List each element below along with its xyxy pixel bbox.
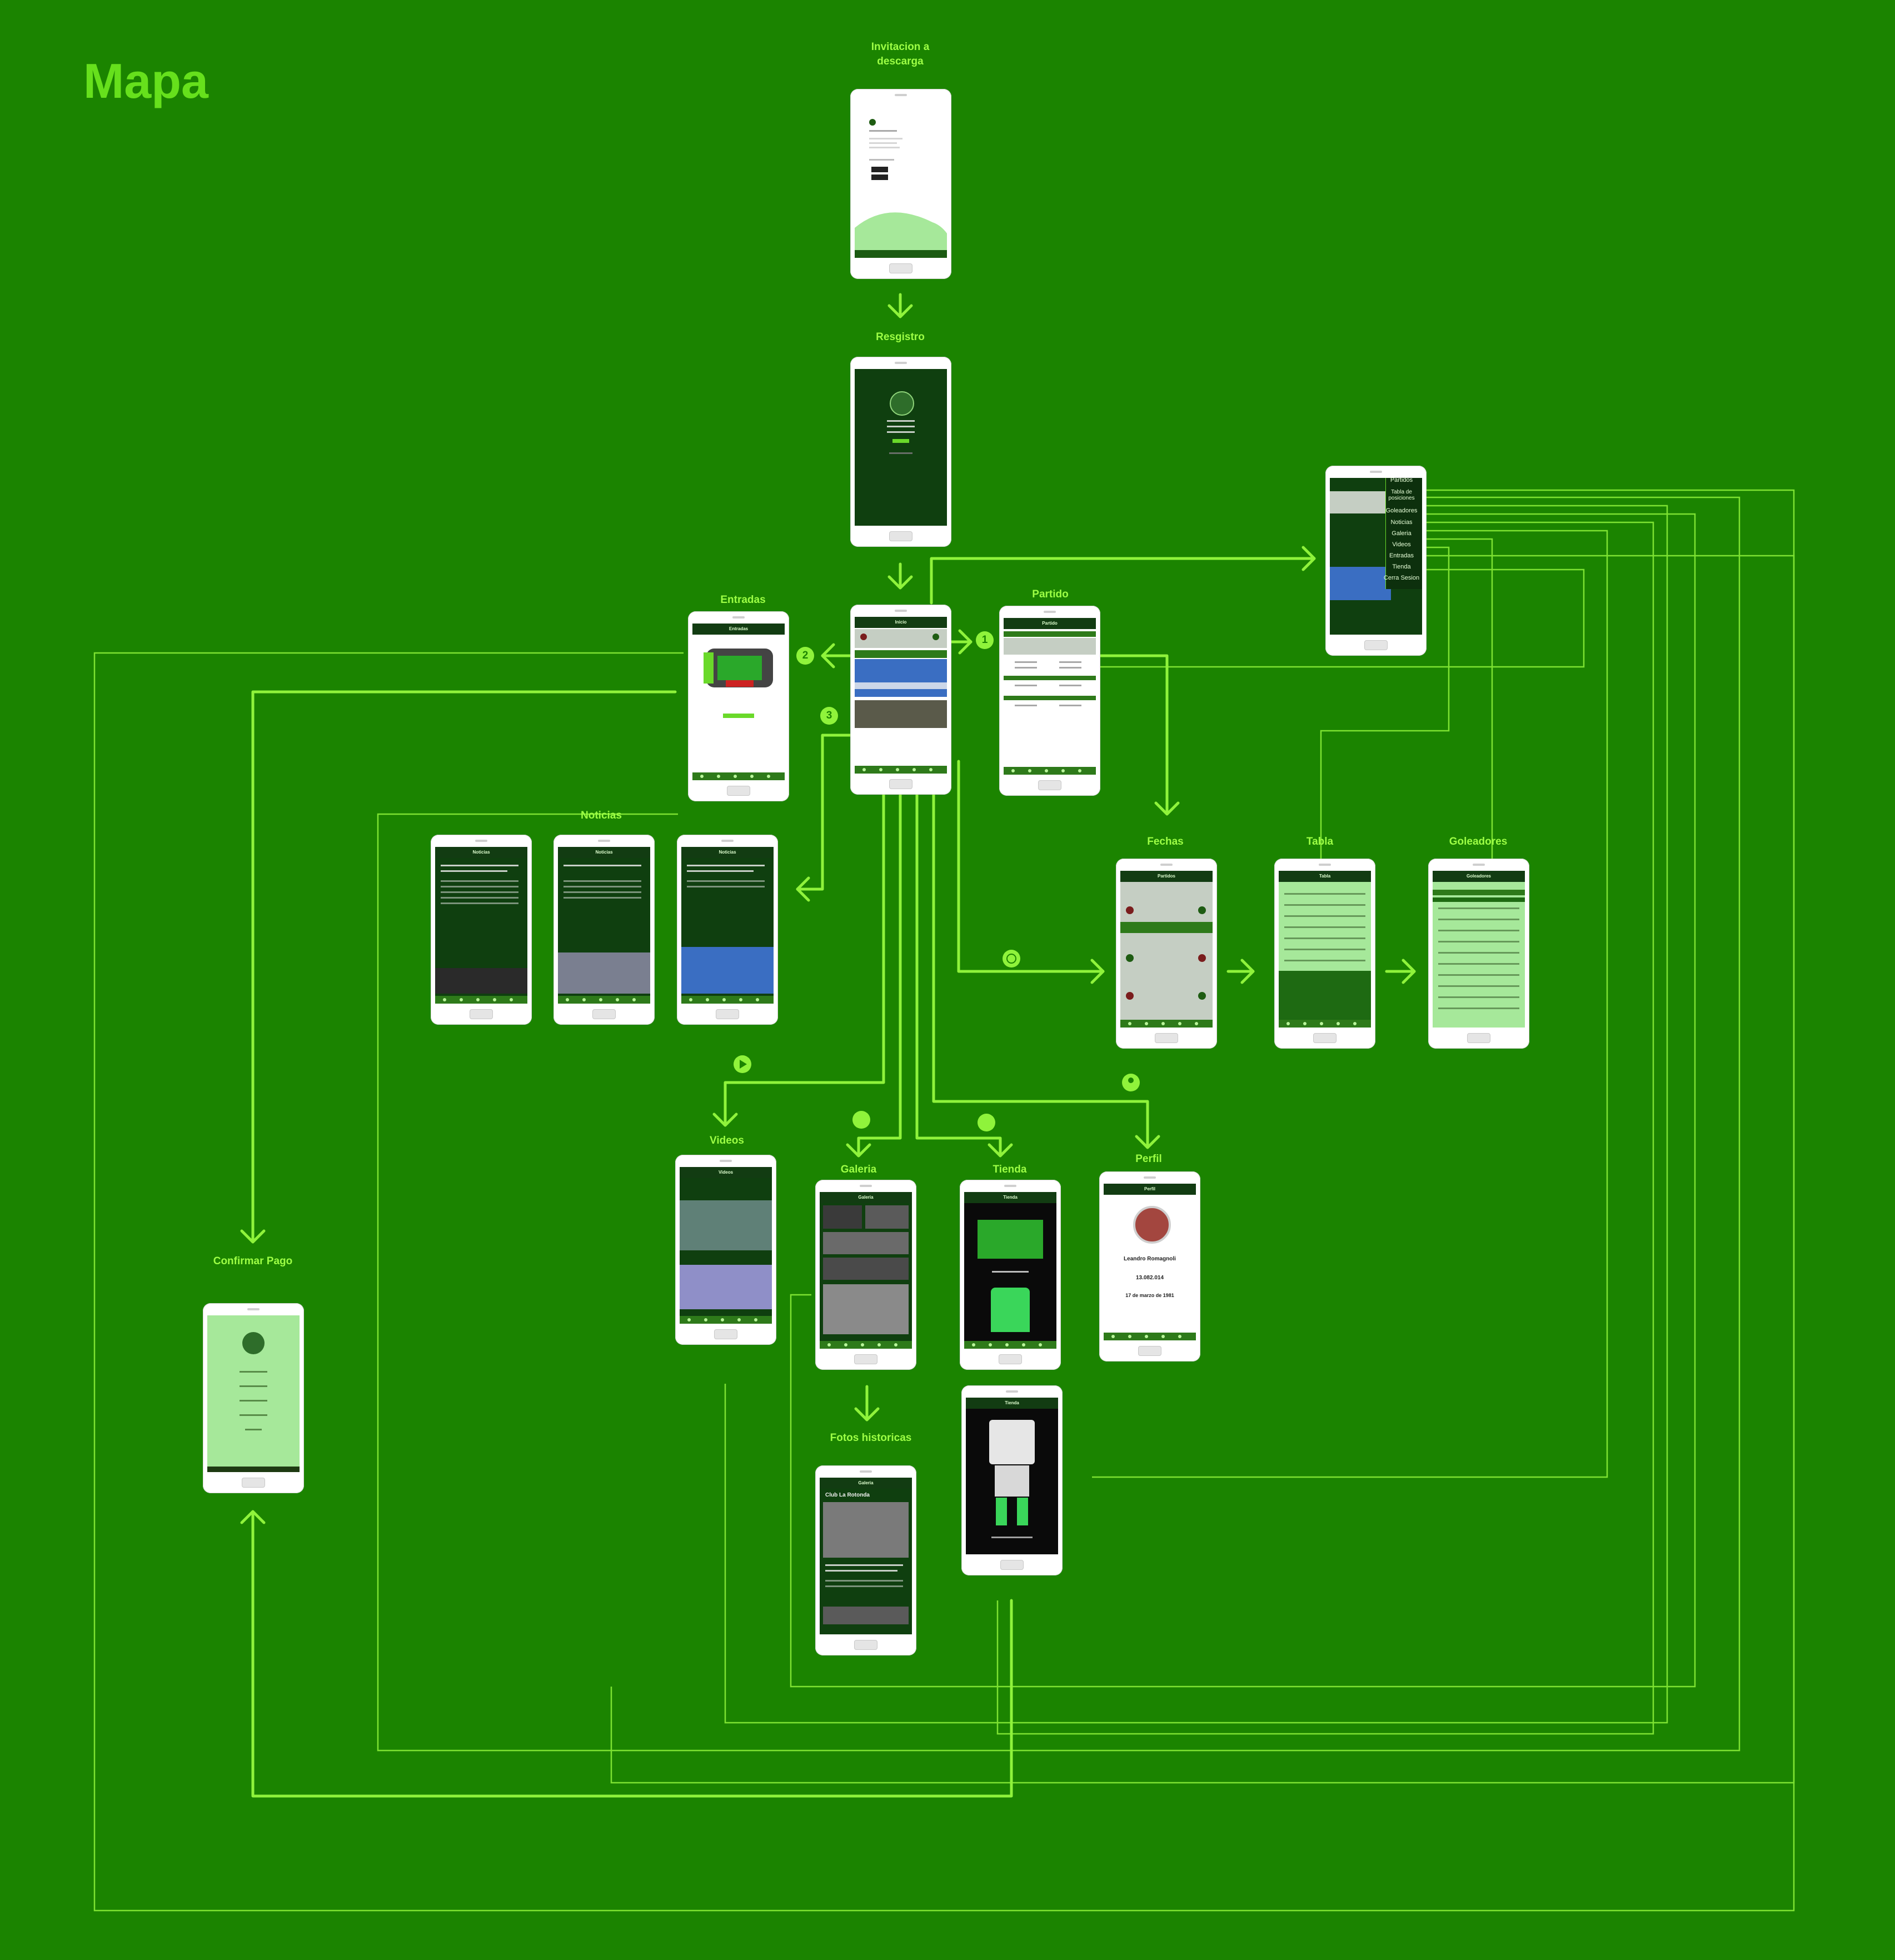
fotos-header: Galeria (820, 1478, 912, 1489)
fechas-header: Partidos (1120, 871, 1213, 882)
galeria-header: Galeria (820, 1192, 912, 1203)
marker-2: 2 (802, 650, 809, 661)
entradas-label: Entradas (720, 594, 766, 606)
profile-name: Leandro Romagnoli (1124, 1256, 1176, 1262)
profile-id: 13.082.014 (1135, 1275, 1164, 1281)
fotos-label: Fotos historicas (830, 1432, 912, 1444)
perfil-phone[interactable]: Perfil Leandro Romagnoli 13.082.014 17 d… (1099, 1171, 1200, 1361)
entradas-screen: Entradas (692, 624, 785, 780)
tienda-label: Tienda (993, 1164, 1027, 1175)
galeria-phone[interactable]: Galeria (815, 1180, 916, 1370)
profile-date: 17 de marzo de 1981 (1125, 1293, 1174, 1298)
menu-item-tabla[interactable]: Tabla de posiciones (1388, 489, 1415, 501)
entradas-header: Entradas (692, 624, 785, 635)
club-name: Club La Rotonda (825, 1492, 870, 1498)
partido-phone[interactable]: Partido (999, 606, 1100, 796)
tabla-label: Tabla (1306, 836, 1334, 847)
confirmar-phone[interactable] (203, 1303, 304, 1493)
noticias-phone-1[interactable]: Noticias (431, 835, 532, 1025)
avatar (1133, 1206, 1171, 1244)
goleadores-label: Goleadores (1449, 836, 1508, 847)
videos-phone[interactable]: Videos (675, 1155, 776, 1345)
partido-screen: Partido (1004, 618, 1096, 775)
invitacion-label: Invitacion a descarga (871, 41, 930, 67)
tienda-header-2: Tienda (966, 1398, 1058, 1409)
tabla-phone[interactable]: Tabla (1274, 859, 1375, 1049)
noticias-phone-2[interactable]: Noticias (553, 835, 655, 1025)
menu-item-entradas[interactable]: Entradas (1389, 552, 1414, 559)
videos-header: Videos (680, 1167, 772, 1178)
menu-item-partidos[interactable]: Partidos (1390, 477, 1413, 483)
fechas-label: Fechas (1147, 836, 1184, 847)
tienda-header-1: Tienda (964, 1192, 1056, 1203)
noticias-header-1: Noticias (435, 847, 527, 858)
goleadores-phone[interactable]: Goleadores (1428, 859, 1529, 1049)
entradas-phone[interactable]: Entradas (688, 611, 789, 801)
videos-label: Videos (710, 1135, 744, 1146)
partido-header: Partido (1004, 618, 1096, 629)
menu-item-noticias[interactable]: Noticias (1390, 519, 1413, 526)
invitacion-screen (855, 101, 947, 258)
marker-3: 3 (826, 710, 832, 721)
menu-item-videos[interactable]: Videos (1392, 541, 1411, 548)
fotos-phone[interactable]: Galeria Club La Rotonda (815, 1465, 916, 1655)
galeria-label: Galeria (840, 1164, 877, 1175)
noticias-phone-3[interactable]: Noticias (677, 835, 778, 1025)
registro-screen (855, 369, 947, 526)
tienda-phone-2[interactable]: Tienda (961, 1385, 1063, 1575)
inicio-header: Inicio (855, 617, 947, 628)
fechas-phone[interactable]: Partidos (1116, 859, 1217, 1049)
inicio-screen: Inicio (855, 617, 947, 774)
marker-1: 1 (981, 634, 988, 646)
menu-screen (1330, 478, 1422, 635)
partido-label: Partido (1032, 589, 1069, 600)
noticias-header-2: Noticias (558, 847, 650, 858)
goleadores-header: Goleadores (1433, 871, 1525, 882)
tabla-header: Tabla (1279, 871, 1371, 882)
tienda-phone-1[interactable]: Tienda (960, 1180, 1061, 1370)
noticias-header-3: Noticias (681, 847, 774, 858)
diagram-title: Mapa (83, 53, 208, 108)
menu-item-galeria[interactable]: Galeria (1392, 530, 1412, 537)
inicio-phone[interactable]: Inicio (850, 605, 951, 795)
perfil-label: Perfil (1135, 1153, 1162, 1165)
registro-phone[interactable] (850, 357, 951, 547)
menu-phone[interactable] (1325, 466, 1427, 656)
perfil-header: Perfil (1104, 1184, 1196, 1195)
menu-item-tienda[interactable]: Tienda (1392, 563, 1411, 570)
registro-label: Resgistro (876, 331, 925, 343)
noticias-label: Noticias (581, 810, 622, 821)
menu-item-goleadores[interactable]: Goleadores (1385, 507, 1418, 514)
confirmar-label: Confirmar Pago (213, 1255, 293, 1267)
invitacion-phone[interactable] (850, 89, 951, 279)
menu-item-cerrar-sesion[interactable]: Cerra Sesion (1383, 575, 1420, 581)
